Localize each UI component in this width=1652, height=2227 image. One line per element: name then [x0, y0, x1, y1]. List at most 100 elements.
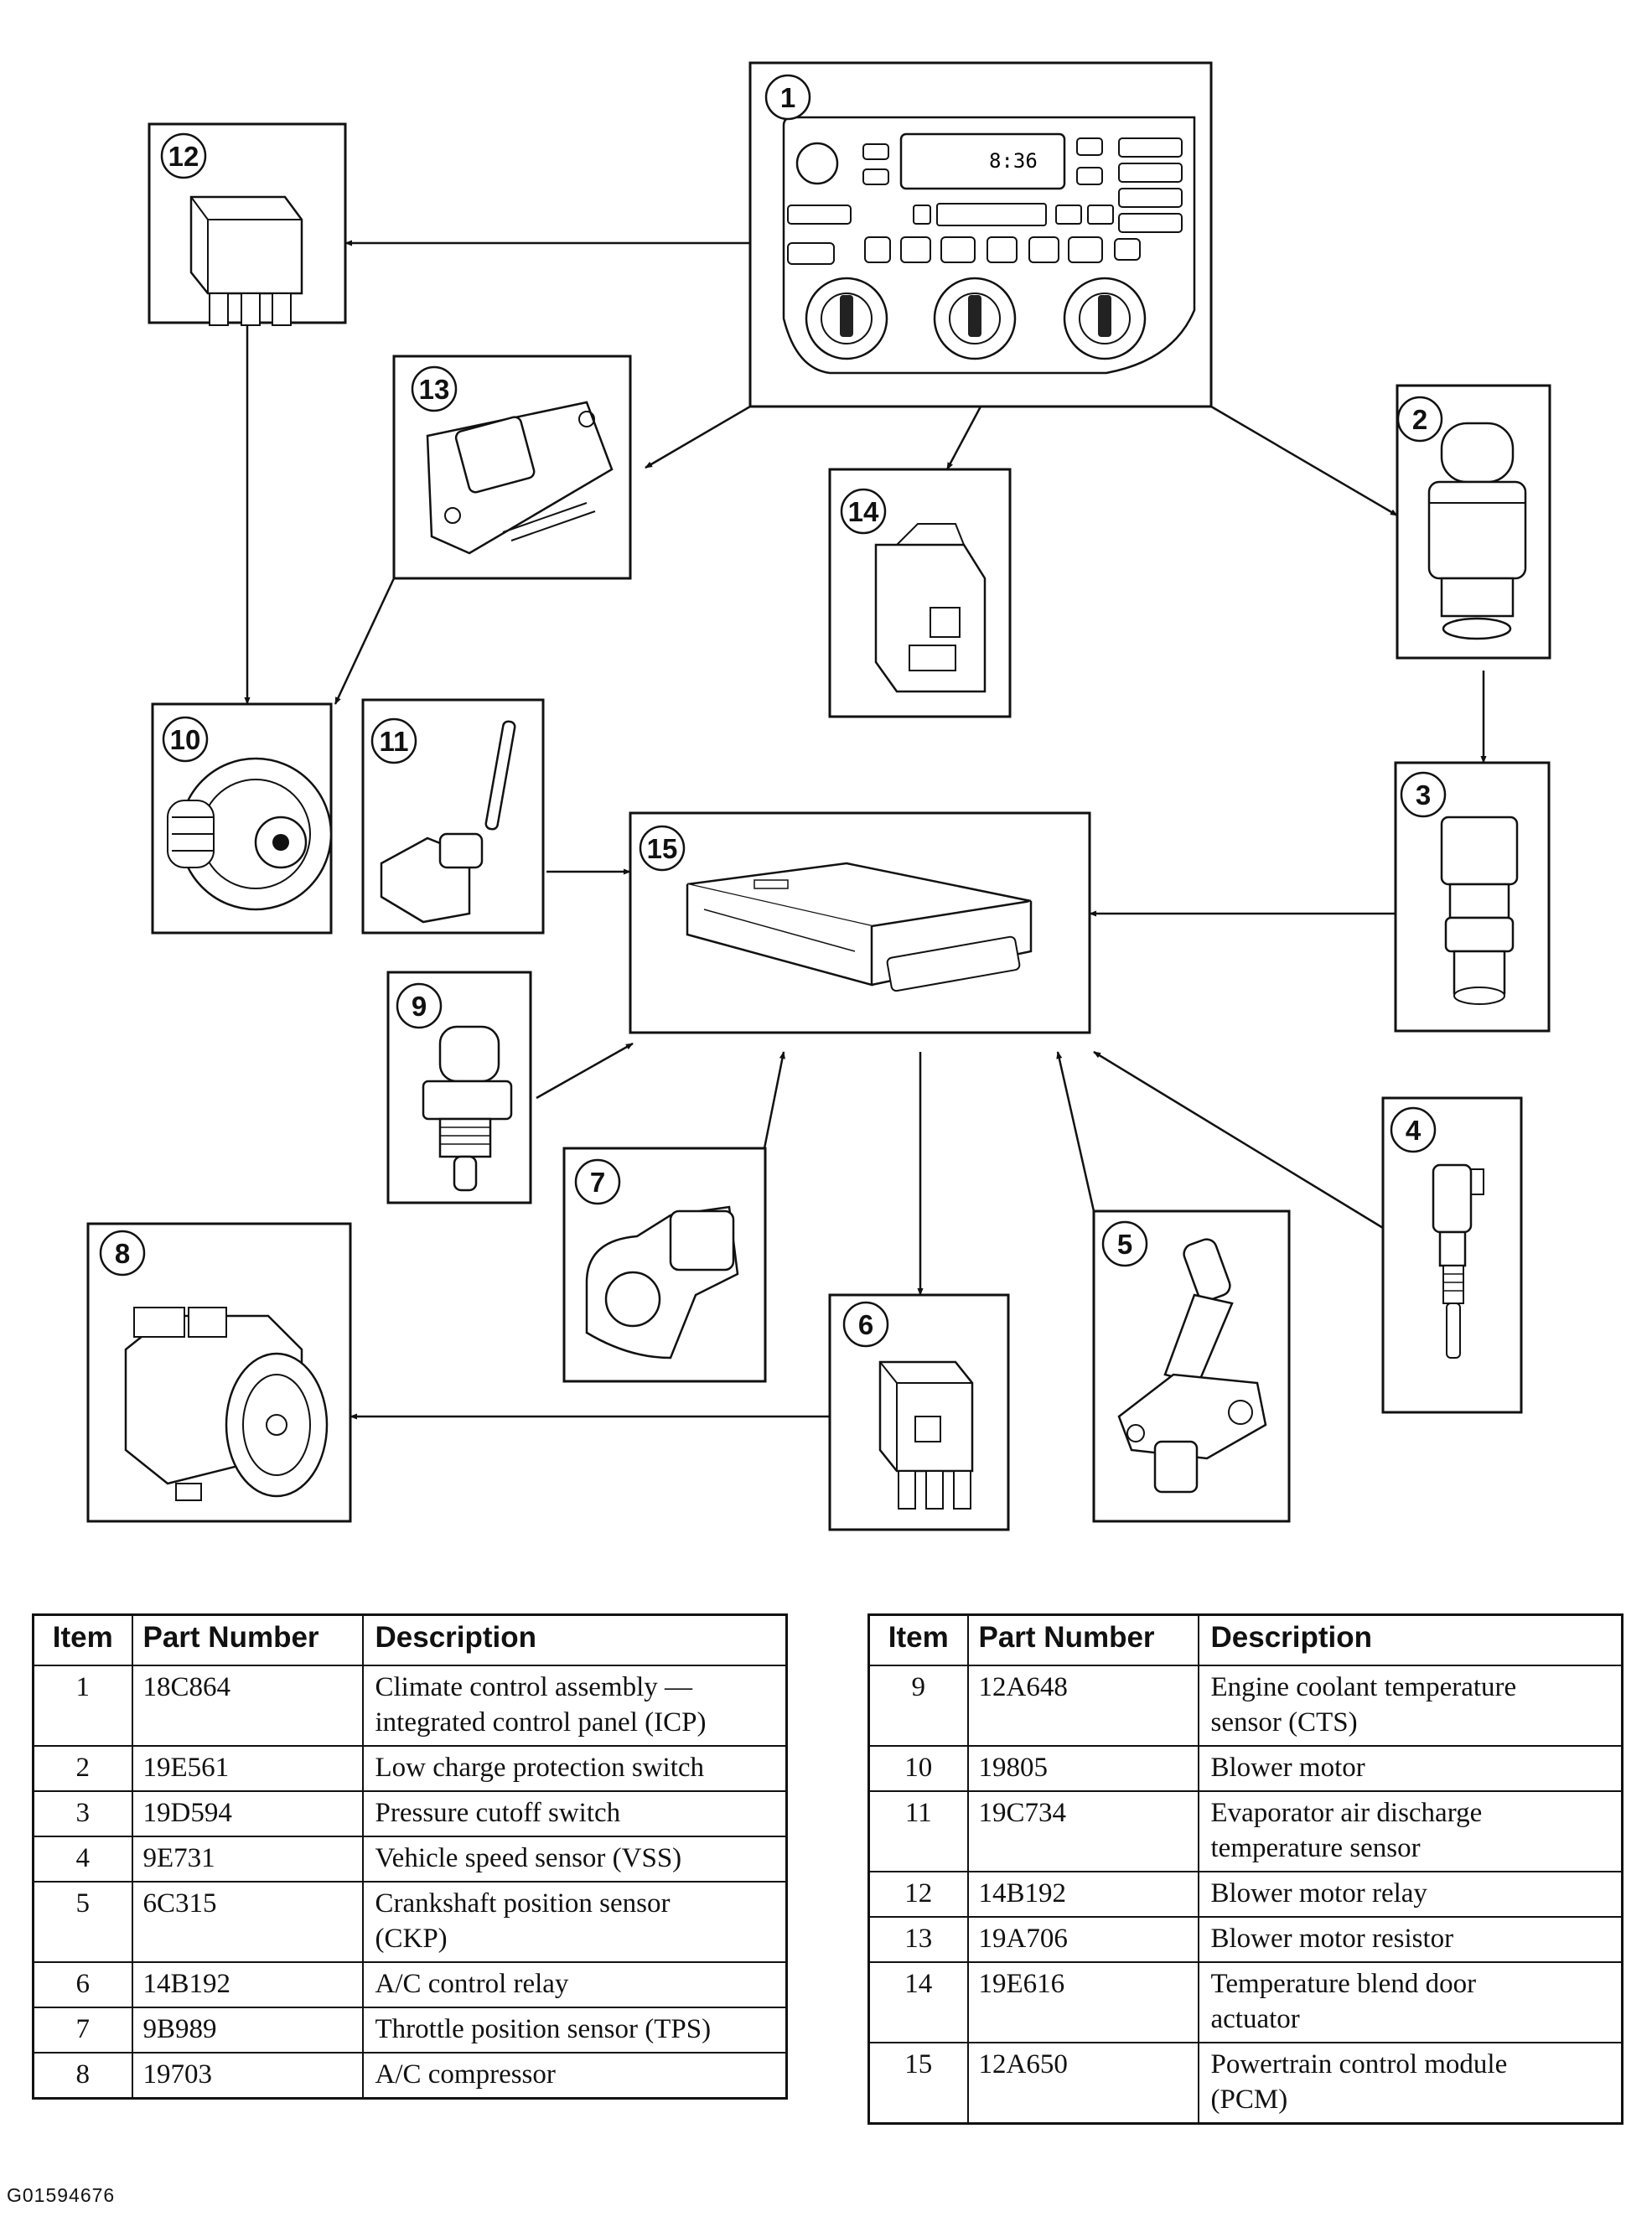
table-row: 15 12A650 Powertrain control module (PCM): [867, 2042, 1624, 2125]
desc-line: Engine coolant temperature: [1210, 1672, 1517, 1702]
col-header-part-number: Part Number: [131, 1613, 364, 1666]
table-row: 2 19E561 Low charge protection switch: [32, 1745, 788, 1792]
callout-9: 9: [412, 991, 427, 1022]
desc-line: Evaporator air discharge: [1210, 1798, 1483, 1828]
cell-part-number: 9B989: [131, 2007, 364, 2054]
cell-description: Temperature blend door actuator: [1197, 1961, 1624, 2043]
desc-line: actuator: [1210, 2004, 1300, 2034]
callout-14: 14: [848, 496, 879, 527]
cell-item: 2: [32, 1745, 133, 1792]
table-row: 9 12A648 Engine coolant temperature senso…: [867, 1665, 1624, 1747]
cell-description: Evaporator air discharge temperature sens…: [1197, 1790, 1624, 1872]
col-header-description: Description: [1197, 1613, 1624, 1666]
cell-part-number: 19D594: [131, 1790, 364, 1837]
callout-12: 12: [168, 141, 199, 172]
cell-item: 10: [867, 1745, 969, 1792]
cell-description: Throttle position sensor (TPS): [361, 2007, 788, 2054]
connector-arrows: [244, 240, 1487, 1420]
desc-line: Temperature blend door: [1210, 1969, 1477, 1999]
desc-line: Powertrain control module: [1210, 2049, 1508, 2079]
desc-line: (PCM): [1210, 2085, 1288, 2115]
cell-item: 6: [32, 1961, 133, 2008]
col-header-description: Description: [361, 1613, 788, 1666]
cell-item: 8: [32, 2052, 133, 2100]
cell-item: 15: [867, 2042, 969, 2125]
callout-6: 6: [858, 1309, 873, 1340]
callout-8: 8: [115, 1238, 130, 1269]
callout-11: 11: [380, 726, 409, 757]
table-row: 14 19E616 Temperature blend door actuator: [867, 1961, 1624, 2043]
table-row: 5 6C315 Crankshaft position sensor (CKP): [32, 1881, 788, 1963]
cell-item: 14: [867, 1961, 969, 2043]
cell-item: 3: [32, 1790, 133, 1837]
cell-part-number: 12A650: [966, 2042, 1199, 2125]
cell-part-number: 6C315: [131, 1881, 364, 1963]
desc-line: Climate control assembly —: [375, 1672, 693, 1702]
cell-part-number: 19703: [131, 2052, 364, 2100]
cell-description: Climate control assembly — integrated con…: [361, 1665, 788, 1747]
cell-description: Engine coolant temperature sensor (CTS): [1197, 1665, 1624, 1747]
callout-10: 10: [170, 724, 201, 755]
cell-item: 12: [867, 1871, 969, 1918]
cell-part-number: 19805: [966, 1745, 1199, 1792]
cell-item: 5: [32, 1881, 133, 1963]
cell-part-number: 9E731: [131, 1836, 364, 1883]
callout-3: 3: [1416, 779, 1431, 811]
component-13-blower-motor-resistor: [392, 355, 632, 580]
cell-part-number: 19A706: [966, 1916, 1199, 1963]
table-row: 7 9B989 Throttle position sensor (TPS): [32, 2007, 788, 2054]
desc-line: sensor (CTS): [1210, 1707, 1358, 1738]
cell-item: 13: [867, 1916, 969, 1963]
cell-description: A/C compressor: [361, 2052, 788, 2100]
desc-line: (CKP): [375, 1924, 448, 1954]
icp-clock-display: 8:36: [989, 149, 1038, 173]
callout-1: 1: [780, 82, 795, 113]
cell-description: Blower motor: [1197, 1745, 1624, 1792]
col-header-item: Item: [867, 1613, 969, 1666]
desc-line: temperature sensor: [1210, 1833, 1421, 1863]
parts-table-left: Item Part Number Description 1 18C864 Cl…: [32, 1613, 788, 2100]
table-row: 12 14B192 Blower motor relay: [867, 1871, 1624, 1918]
cell-description: Powertrain control module (PCM): [1197, 2042, 1624, 2125]
table-row: 1 18C864 Climate control assembly — integ…: [32, 1665, 788, 1747]
cell-part-number: 12A648: [966, 1665, 1199, 1747]
table-row: 8 19703 A/C compressor: [32, 2052, 788, 2100]
cell-part-number: 19C734: [966, 1790, 1199, 1872]
component-14-temperature-blend-door-actuator: [828, 468, 1012, 718]
callout-15: 15: [647, 833, 678, 864]
table-header-row: Item Part Number Description: [32, 1613, 788, 1666]
cell-description: Crankshaft position sensor (CKP): [361, 1881, 788, 1963]
cell-item: 7: [32, 2007, 133, 2054]
desc-line: Crankshaft position sensor: [375, 1888, 671, 1919]
table-row: 13 19A706 Blower motor resistor: [867, 1916, 1624, 1963]
table-row: 3 19D594 Pressure cutoff switch: [32, 1790, 788, 1837]
component-diagram: 8:36: [86, 61, 1551, 1531]
cell-description: Blower motor relay: [1197, 1871, 1624, 1918]
table-row: 6 14B192 A/C control relay: [32, 1961, 788, 2008]
table-row: 10 19805 Blower motor: [867, 1745, 1624, 1792]
callout-4: 4: [1406, 1115, 1422, 1146]
callout-2: 2: [1412, 404, 1427, 435]
cell-item: 4: [32, 1836, 133, 1883]
table-header-row: Item Part Number Description: [867, 1613, 1624, 1666]
cell-description: Pressure cutoff switch: [361, 1790, 788, 1837]
col-header-item: Item: [32, 1613, 133, 1666]
callout-7: 7: [590, 1167, 605, 1198]
cell-description: Vehicle speed sensor (VSS): [361, 1836, 788, 1883]
component-15-powertrain-control-module: [629, 811, 1091, 1034]
cell-item: 9: [867, 1665, 969, 1747]
cell-part-number: 14B192: [966, 1871, 1199, 1918]
parts-table-right: Item Part Number Description 9 12A648 En…: [867, 1613, 1624, 2125]
desc-line: integrated control panel (ICP): [375, 1707, 707, 1738]
col-header-part-number: Part Number: [966, 1613, 1199, 1666]
cell-part-number: 19E616: [966, 1961, 1199, 2043]
cell-description: Low charge protection switch: [361, 1745, 788, 1792]
cell-part-number: 18C864: [131, 1665, 364, 1747]
callout-5: 5: [1117, 1229, 1132, 1260]
cell-description: Blower motor resistor: [1197, 1916, 1624, 1963]
cell-description: A/C control relay: [361, 1961, 788, 2008]
callout-13: 13: [419, 374, 450, 405]
figure-id: G01594676: [7, 2184, 116, 2206]
cell-item: 1: [32, 1665, 133, 1747]
